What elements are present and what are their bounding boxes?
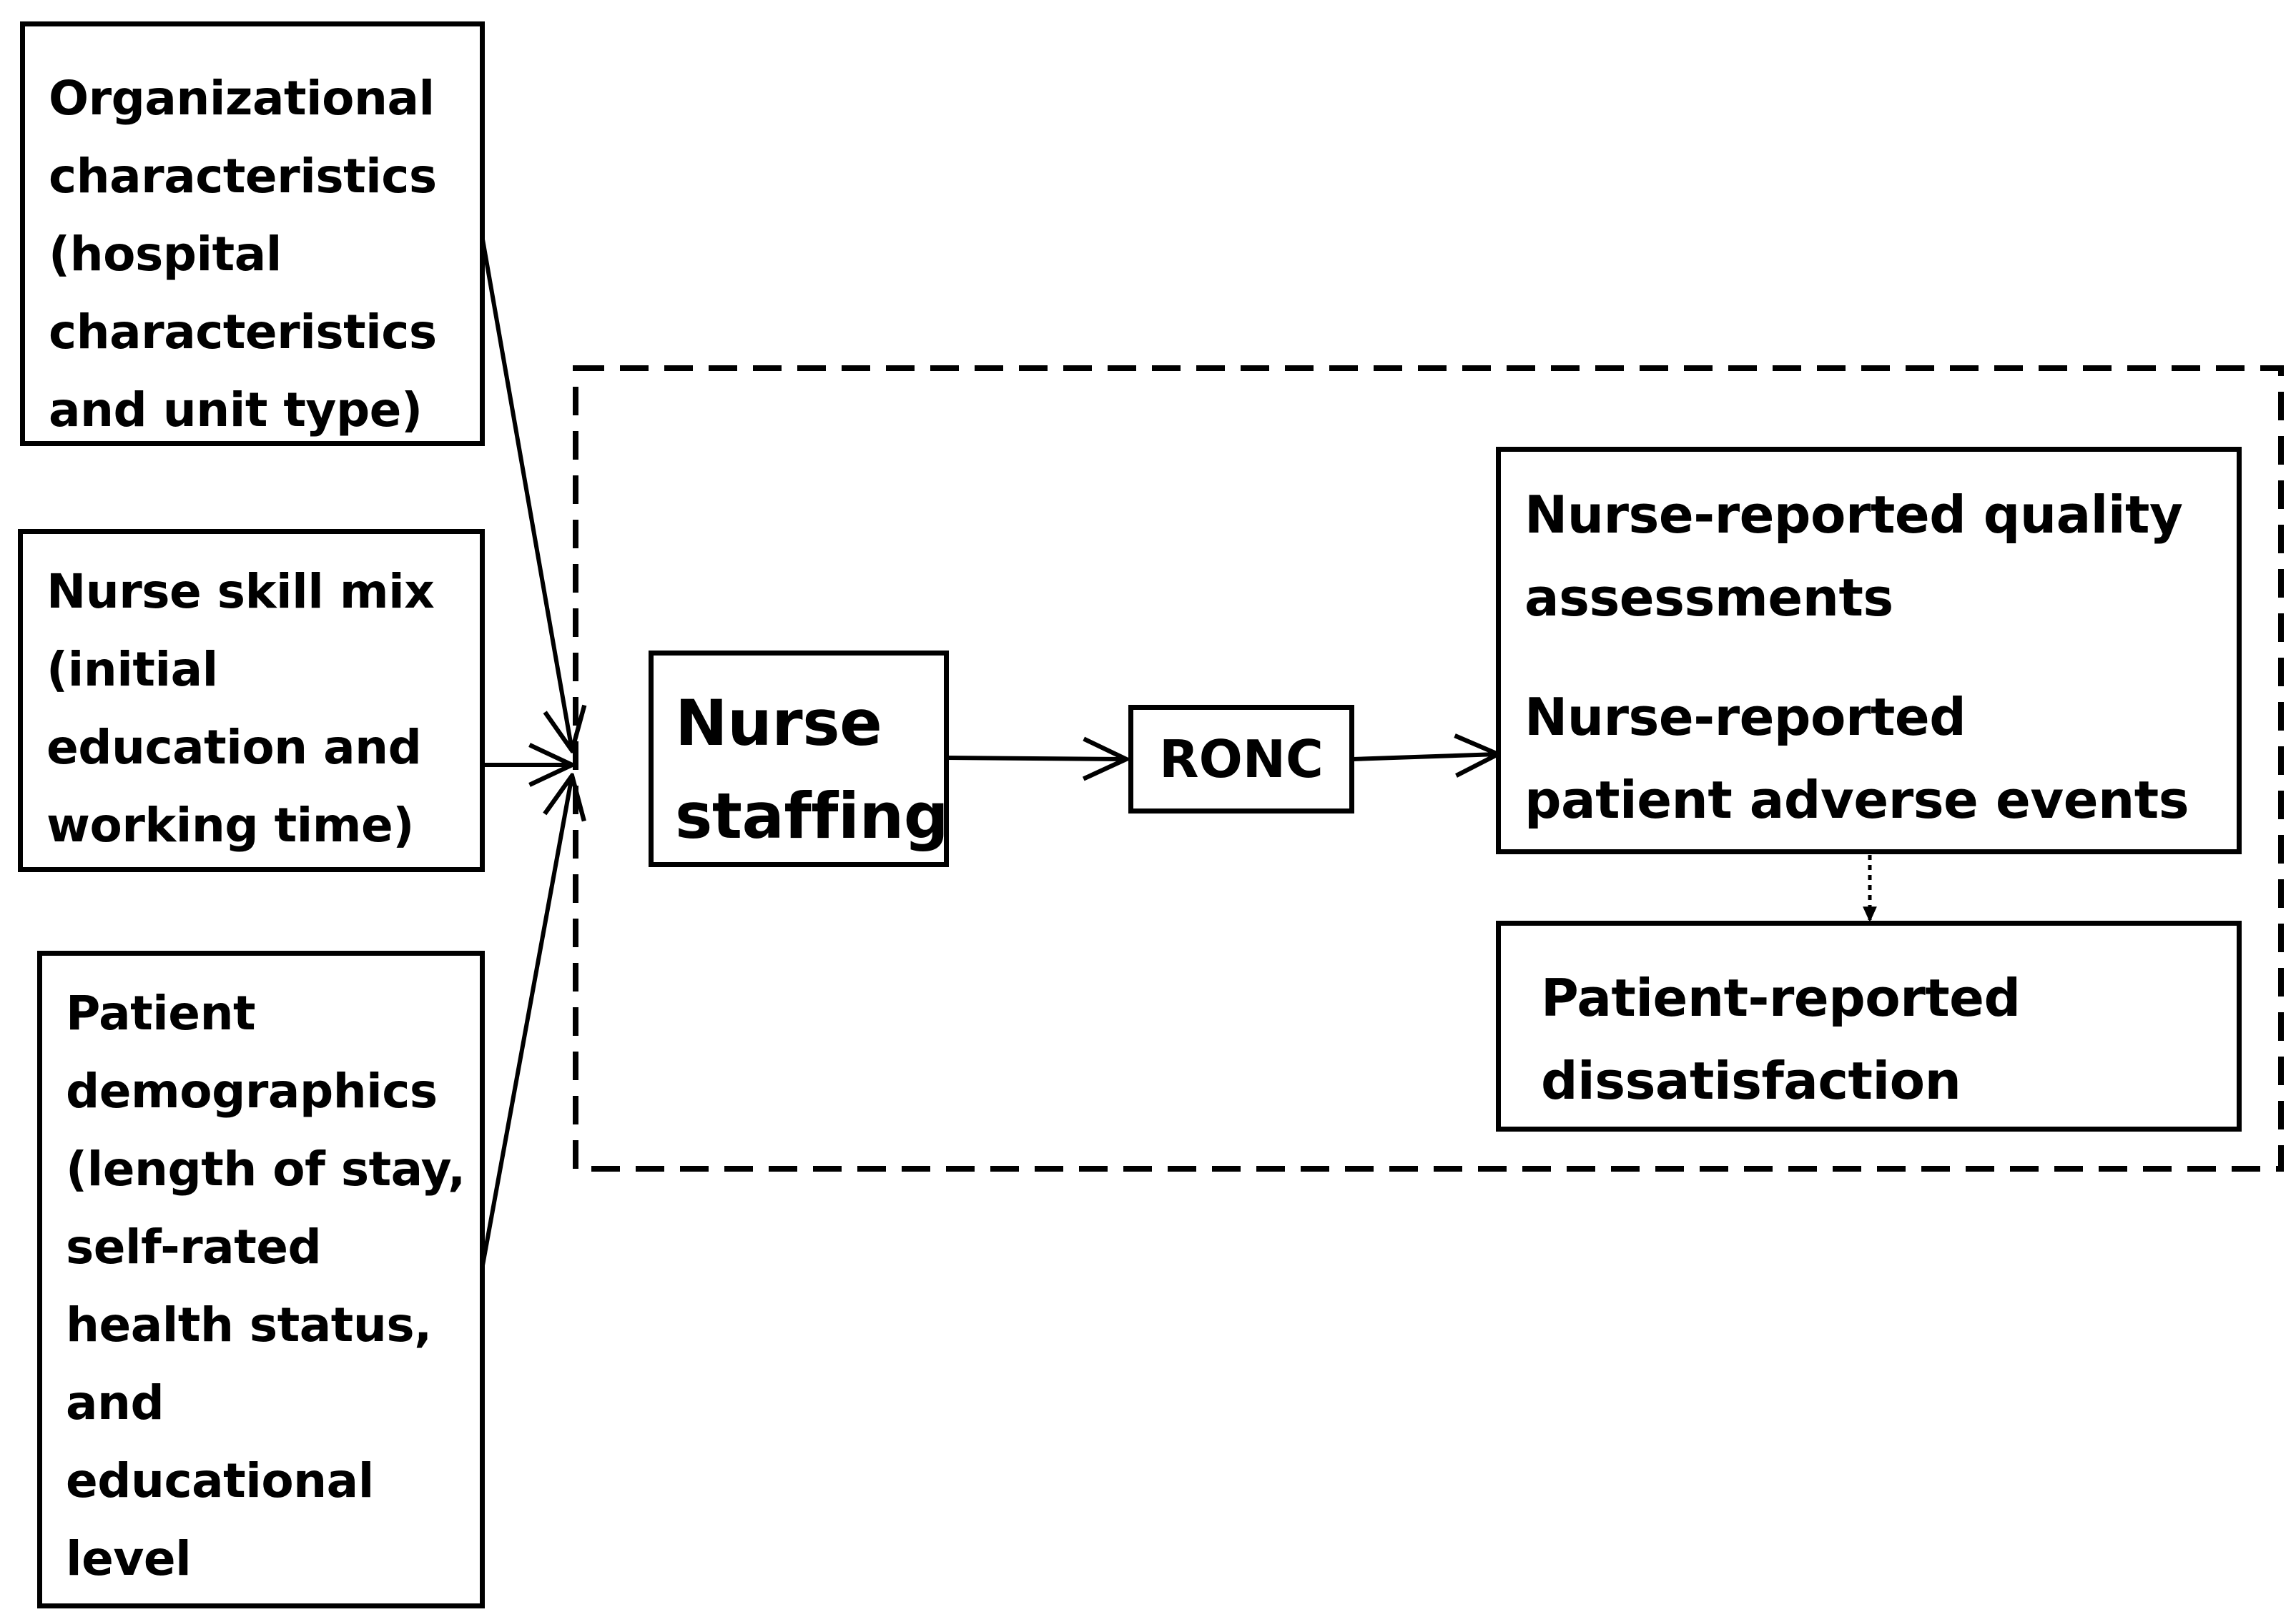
box-line: (length of stay, bbox=[66, 1142, 465, 1197]
box-line: and unit type) bbox=[49, 382, 423, 437]
box-line: Nurse-reported quality bbox=[1524, 485, 2183, 545]
arrow-organizational-to-frame bbox=[481, 239, 572, 751]
box-line: health status, bbox=[66, 1297, 432, 1353]
patient-reported-dissatisfaction-box: Patient-reported dissatisfaction bbox=[1496, 921, 2242, 1132]
arrow-ronc-to-outcomes bbox=[1352, 754, 1498, 759]
box-line: education and bbox=[46, 720, 422, 775]
box-line: and bbox=[66, 1375, 164, 1430]
box-line: Organizational bbox=[49, 71, 435, 126]
box-line: (hospital bbox=[49, 227, 282, 282]
box-line: level bbox=[66, 1531, 192, 1586]
nurse-skill-mix-box: Nurse skill mix (initial education and w… bbox=[18, 529, 485, 872]
nurse-reported-outcomes-box: Nurse-reported quality assessments Nurse… bbox=[1496, 447, 2242, 854]
box-line: Patient bbox=[66, 986, 256, 1041]
box-line: staffing bbox=[675, 779, 949, 853]
box-line: patient adverse events bbox=[1524, 770, 2189, 830]
ronc-label: RONC bbox=[1159, 729, 1324, 789]
dashed-frame bbox=[573, 365, 2284, 1172]
box-line: dissatisfaction bbox=[1541, 1051, 1961, 1111]
ronc-box: RONC bbox=[1128, 705, 1354, 814]
box-line: demographics bbox=[66, 1064, 438, 1119]
patient-demographics-box: Patient demographics (length of stay, se… bbox=[37, 951, 485, 1608]
box-line: Nurse-reported bbox=[1524, 687, 1966, 747]
organizational-characteristics-box: Organizational characteristics (hospital… bbox=[20, 21, 485, 446]
arrow-patient-demographics-to-frame bbox=[481, 776, 572, 1266]
arrow-staffing-to-ronc bbox=[946, 758, 1126, 759]
box-line: self-rated bbox=[66, 1220, 322, 1275]
box-line: assessments bbox=[1524, 568, 1893, 628]
box-line: Nurse skill mix bbox=[46, 564, 435, 619]
box-line: characteristics bbox=[49, 305, 437, 360]
box-line: educational bbox=[66, 1453, 374, 1508]
box-line: working time) bbox=[46, 798, 414, 853]
box-line: (initial bbox=[46, 642, 218, 697]
nurse-staffing-box: Nurse staffing bbox=[649, 651, 949, 867]
box-line: Patient-reported bbox=[1541, 968, 2021, 1028]
box-line: characteristics bbox=[49, 149, 437, 204]
box-line: Nurse bbox=[675, 686, 882, 760]
